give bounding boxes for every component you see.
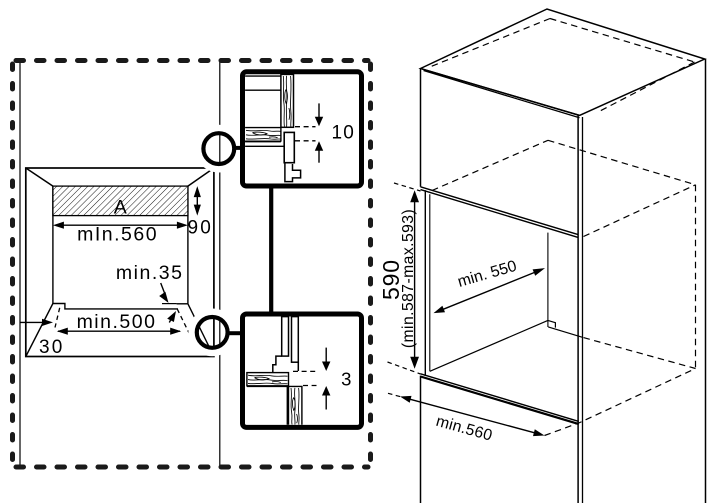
svg-text:(min.587-max.593): (min.587-max.593) [400,209,417,348]
svg-text:mIn.560: mIn.560 [77,224,158,246]
svg-text:10: 10 [332,123,356,144]
svg-text:A: A [114,196,127,218]
svg-text:90: 90 [188,217,214,238]
svg-text:30: 30 [39,337,65,358]
svg-text:590: 590 [378,259,404,300]
svg-text:min.35: min.35 [116,262,184,284]
svg-text:3: 3 [341,368,351,389]
svg-text:min.500: min.500 [77,311,157,333]
